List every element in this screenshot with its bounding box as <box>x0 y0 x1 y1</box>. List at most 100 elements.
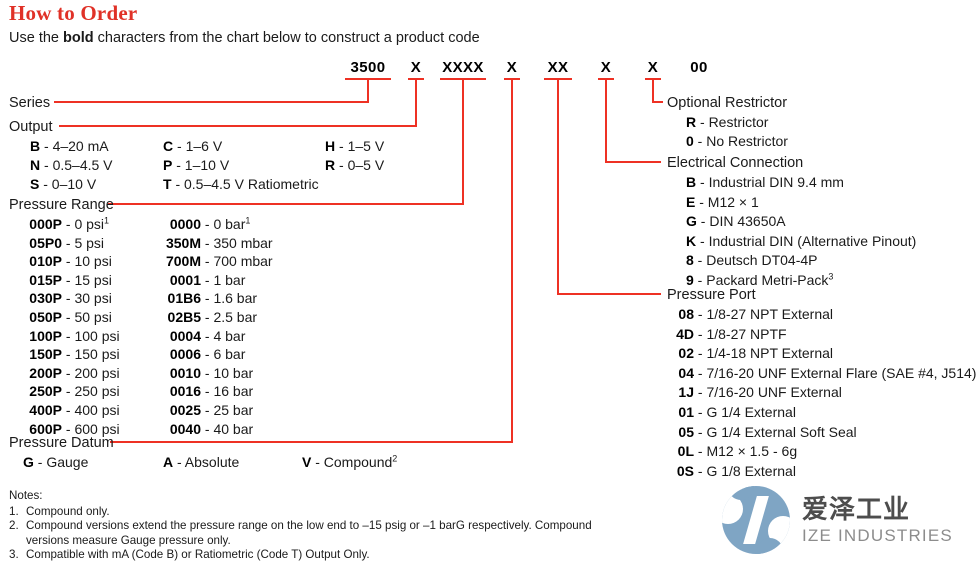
section-label-pressure-datum: Pressure Datum <box>9 435 114 451</box>
option-code: 030P <box>29 290 62 306</box>
pressure-range-psi-row: 200P - 200 psi <box>23 365 120 381</box>
option-description: - 0–10 V <box>39 176 97 192</box>
leader-drop-pressure-port <box>557 78 559 295</box>
note-text: Compound versions extend the pressure ra… <box>26 519 592 547</box>
option-description: - DIN 43650A <box>696 213 786 230</box>
option-code: 050P <box>29 309 62 325</box>
leader-drop-pressure-range <box>462 78 464 205</box>
note-text: Compound only. <box>26 504 110 518</box>
option-code: 0016 <box>169 383 201 399</box>
option-code: 0010 <box>169 365 201 381</box>
product-code-segment: 00 <box>690 59 708 76</box>
section-label-electrical-connection: Electrical Connection <box>667 155 804 171</box>
output-option-row: T - 0.5–4.5 V Ratiometric <box>163 176 319 192</box>
option-description: - 600 psi <box>62 421 120 437</box>
option-description: - 1/8-27 NPTF <box>694 325 787 342</box>
pressure-range-psi-row: 050P - 50 psi <box>23 309 112 325</box>
leader-run-pressure-datum <box>110 441 513 443</box>
option-description: - 250 psi <box>62 383 120 399</box>
option-code: 350M <box>165 235 201 251</box>
output-option-row: H - 1–5 V <box>325 138 384 154</box>
pressure-range-bar-row: 0000 - 0 bar1 <box>157 216 251 232</box>
option-code: 0000 <box>169 216 201 232</box>
option-code: H <box>325 138 336 154</box>
pressure-range-psi-row: 250P - 250 psi <box>23 383 120 399</box>
option-description: - 15 psi <box>62 272 112 288</box>
pressure-range-bar-row: 0040 - 40 bar <box>157 421 253 437</box>
option-footnote-marker: 3 <box>828 271 834 282</box>
option-description: - 700 mbar <box>201 253 273 269</box>
note-text: Compatible with mA (Code B) or Ratiometr… <box>26 548 370 562</box>
electrical-connection-row: 8 - Deutsch DT04-4P <box>686 252 818 268</box>
option-footnote-marker: 2 <box>392 453 398 464</box>
option-description: - 0 psi <box>62 216 105 232</box>
leader-run-pressure-range <box>108 203 464 205</box>
ize-logo-icon <box>722 486 790 554</box>
option-description: - 100 psi <box>62 328 120 344</box>
output-option-row: P - 1–10 V <box>163 157 229 173</box>
output-option-row: S - 0–10 V <box>30 176 96 192</box>
option-description: - G 1/4 External Soft Seal <box>694 423 857 440</box>
option-description: - 5 psi <box>62 235 105 251</box>
option-code: B <box>686 174 697 190</box>
pressure-range-bar-row: 0010 - 10 bar <box>157 365 253 381</box>
option-code: K <box>686 232 697 249</box>
option-description: - 0.5–4.5 V <box>40 157 113 173</box>
option-description: - Gauge <box>33 454 89 470</box>
product-code-segment: X <box>506 59 518 76</box>
option-code: 0L <box>677 443 694 460</box>
pressure-range-bar-row: 02B5 - 2.5 bar <box>157 309 258 325</box>
option-description: - 400 psi <box>62 402 120 418</box>
option-code: 01B6 <box>167 290 201 306</box>
option-description: - 4 bar <box>201 328 246 344</box>
pressure-range-psi-row: 000P - 0 psi1 <box>23 216 109 232</box>
optional-restrictor-row: R - Restrictor <box>686 114 768 130</box>
option-description: - 0.5–4.5 V Ratiometric <box>171 176 319 192</box>
option-description: - 6 bar <box>201 346 246 362</box>
page-subtitle: Use the bold characters from the chart b… <box>9 30 480 46</box>
electrical-connection-row: G - DIN 43650A <box>686 213 786 229</box>
option-description: - 1/8-27 NPT External <box>694 306 834 322</box>
leader-run-output <box>59 125 417 127</box>
watermark-text: 爱泽工业 IZE INDUSTRIES <box>802 496 953 544</box>
output-option-row: R - 0–5 V <box>325 157 384 173</box>
option-code: 0 <box>686 133 694 149</box>
electrical-connection-row: E - M12 × 1 <box>686 194 759 210</box>
pressure-port-row: 08 - 1/8-27 NPT External <box>674 306 833 322</box>
option-description: - M12 × 1.5 - 6g <box>694 443 798 460</box>
leader-drop-electrical <box>605 78 607 163</box>
option-description: - 30 psi <box>62 290 112 306</box>
option-description: - Deutsch DT04-4P <box>693 252 818 269</box>
option-description: - 0–5 V <box>335 157 385 173</box>
note-item: 2. Compound versions extend the pressure … <box>9 519 629 548</box>
option-description: - M12 × 1 <box>695 193 759 210</box>
option-code: 04 <box>678 364 694 381</box>
pressure-port-row: 1J - 7/16-20 UNF External <box>674 384 841 400</box>
option-description: - 50 psi <box>62 309 112 325</box>
output-option-row: N - 0.5–4.5 V <box>30 157 113 173</box>
pressure-range-bar-row: 0016 - 16 bar <box>157 383 253 399</box>
note-number: 2. <box>9 519 19 533</box>
option-footnote-marker: 1 <box>104 215 110 226</box>
watermark-english: IZE INDUSTRIES <box>802 526 953 545</box>
watermark-chinese: 爱泽工业 <box>802 494 911 524</box>
subtitle-pre: Use the <box>9 30 63 46</box>
option-code: 08 <box>678 306 694 322</box>
option-code: 05P0 <box>29 235 62 251</box>
option-description: - Industrial DIN 9.4 mm <box>696 174 844 190</box>
pressure-datum-row: A - Absolute <box>163 454 239 470</box>
option-code: 600P <box>29 421 62 437</box>
note-item: 1.Compound only. <box>9 505 629 520</box>
pressure-range-psi-row: 010P - 10 psi <box>23 253 112 269</box>
product-code-segment: X <box>410 59 422 76</box>
product-code-segment: X <box>647 59 659 76</box>
option-code: 05 <box>678 423 694 440</box>
option-description: - 4–20 mA <box>40 138 109 154</box>
pressure-range-psi-row: 400P - 400 psi <box>23 402 120 418</box>
pressure-range-psi-row: 100P - 100 psi <box>23 328 120 344</box>
option-description: - 1.6 bar <box>201 290 258 306</box>
option-description: - 0 bar <box>201 216 246 232</box>
option-code: G <box>23 454 34 470</box>
option-description: - 200 psi <box>62 365 120 381</box>
option-code: 700M <box>165 253 201 269</box>
